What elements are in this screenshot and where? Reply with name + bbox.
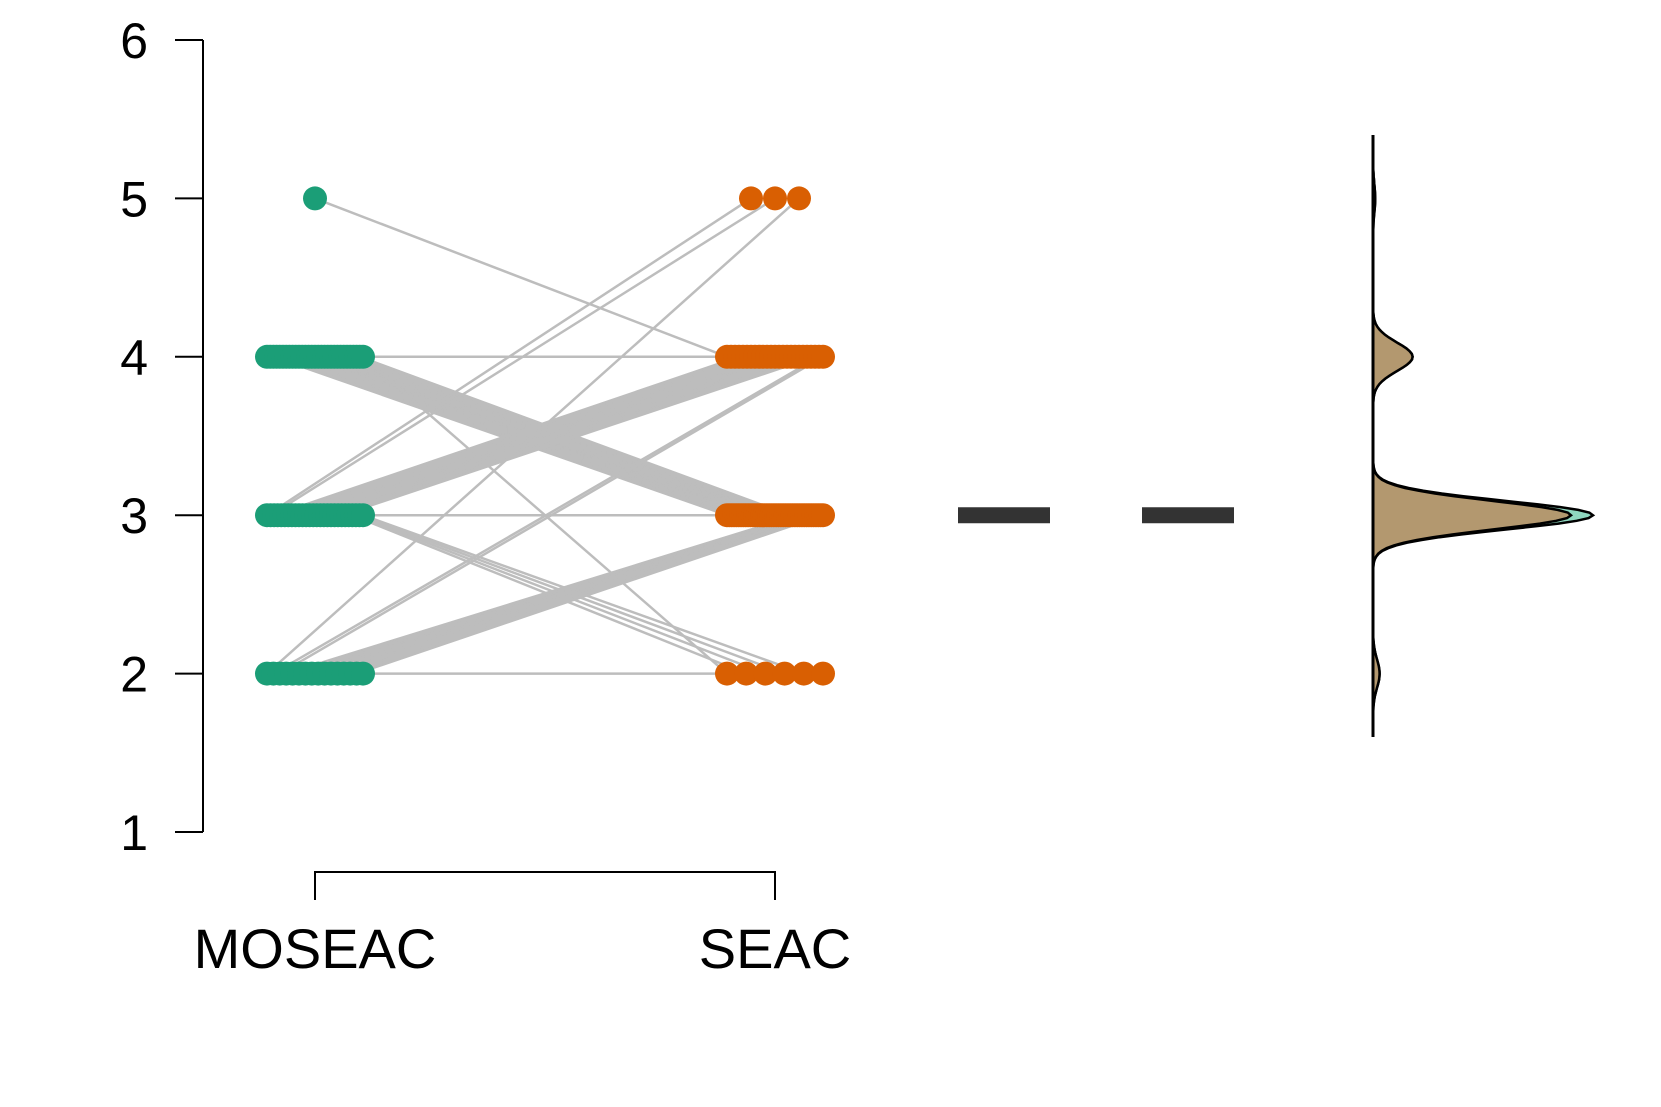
point-seac-62 [811,344,835,369]
point-seac-32 [739,186,763,211]
pair-line-32 [266,197,752,517]
point-moseac-59 [351,503,375,528]
data-points [255,186,835,686]
point-seac-33 [763,186,787,211]
point-seac-60 [787,186,811,211]
y-axis: 1 2 3 4 5 6 [120,13,204,861]
density-seac [1371,135,1574,737]
y-tick-label-2: 3 [120,488,148,544]
x-category-label-moseac: MOSEAC [194,917,437,980]
pair-line-0 [314,197,728,358]
pair-line-53 [341,355,816,517]
x-axis: MOSEAC SEAC [194,871,852,980]
y-tick-label-4: 5 [120,171,148,227]
point-seac-31 [715,661,739,686]
point-seac-58 [772,661,797,686]
point-moseac-31 [351,344,375,369]
density-plot [1371,135,1596,737]
pair-line-33 [269,197,776,517]
paired-lines [266,197,824,675]
point-moseac-0 [303,186,327,211]
point-seac-74 [811,503,835,528]
y-tick-label-0: 1 [120,805,148,861]
x-axis-bracket [314,871,776,900]
point-seac-57 [753,661,778,686]
density-moseac [1371,135,1596,737]
pair-line-74 [356,514,824,675]
pair-line-61 [272,355,820,675]
y-tick-label-1: 2 [120,647,148,703]
pair-line-62 [279,355,824,675]
point-seac-59 [791,661,816,686]
point-moseac-75 [351,661,375,686]
point-seac-56 [734,661,759,686]
x-category-label-seac: SEAC [699,917,852,980]
y-tick-label-5: 6 [120,13,148,69]
point-seac-75 [811,661,835,686]
pair-line-60 [266,197,800,675]
y-tick-label-3: 4 [120,330,148,386]
